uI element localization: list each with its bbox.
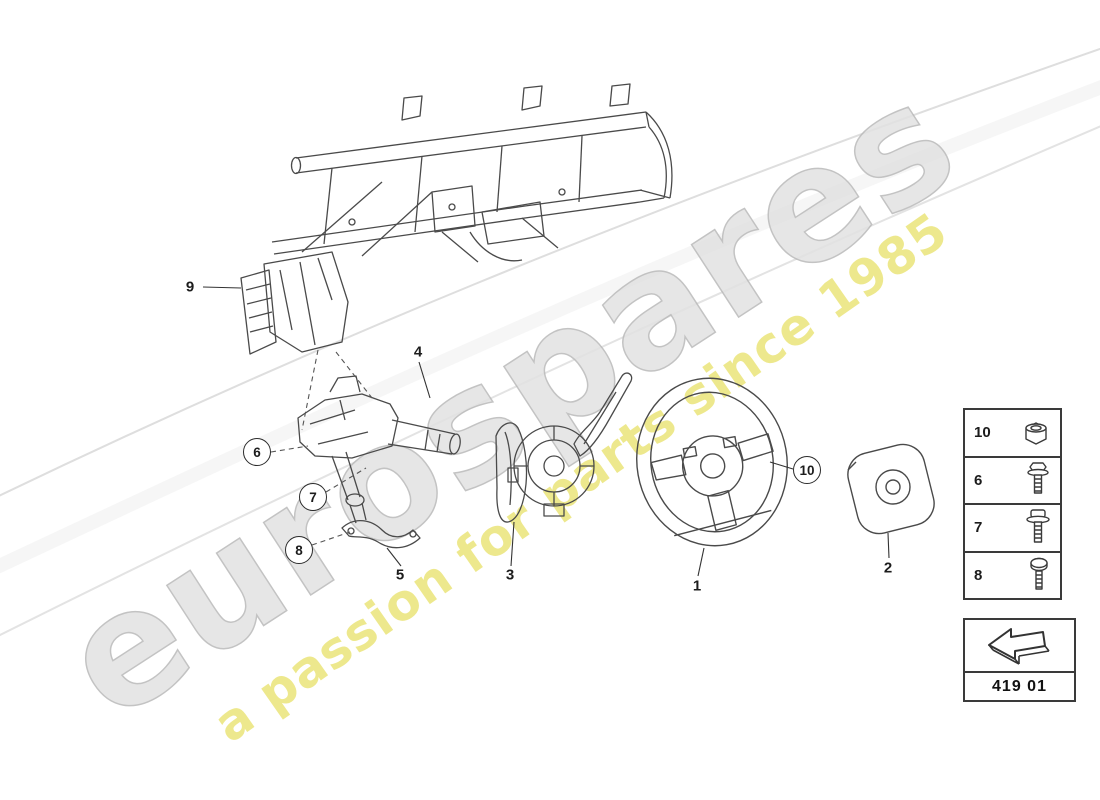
- watermark-brand-text: eurospares: [32, 47, 987, 756]
- clock-spring-drawing: [495, 372, 633, 523]
- part-code-label: 419 01: [965, 671, 1074, 700]
- dashed-leader-lines: [270, 349, 373, 546]
- callout-4[interactable]: 4: [413, 343, 423, 361]
- legend-row-7[interactable]: 7: [965, 505, 1060, 553]
- watermark-brand: eurospares: [32, 46, 988, 757]
- chassis-frame-drawing: [240, 83, 673, 355]
- callout-7[interactable]: 7: [299, 483, 327, 511]
- callout-9[interactable]: 9: [185, 278, 195, 296]
- legend-row-10[interactable]: 10: [965, 410, 1060, 458]
- legend-num-8: 8: [974, 566, 983, 584]
- back-arrow-icon[interactable]: [965, 620, 1074, 671]
- flange-bolt-icon: [1027, 462, 1049, 494]
- legend-num-6: 6: [974, 471, 983, 489]
- screw-with-washer-icon: [1026, 509, 1050, 543]
- legend-num-10: 10: [974, 424, 991, 442]
- steering-column-drawing: [297, 375, 461, 549]
- callout-1[interactable]: 1: [692, 577, 702, 595]
- pan-head-screw-icon: [1030, 558, 1048, 590]
- background-swoosh: [0, 47, 1100, 637]
- callout-3[interactable]: 3: [505, 566, 515, 584]
- dome-nut-icon: [1025, 422, 1047, 445]
- legend-row-8[interactable]: 8: [965, 553, 1060, 599]
- diagram-nav-box[interactable]: 419 01: [963, 618, 1076, 702]
- airbag-drawing: [847, 443, 935, 535]
- callout-10[interactable]: 10: [793, 456, 821, 484]
- callout-5[interactable]: 5: [395, 566, 405, 584]
- legend-row-6[interactable]: 6: [965, 458, 1060, 505]
- callout-6[interactable]: 6: [243, 438, 271, 466]
- steering-wheel-drawing: [636, 377, 788, 547]
- callout-8[interactable]: 8: [285, 536, 313, 564]
- solid-leader-lines: [202, 286, 890, 577]
- legend-num-7: 7: [974, 519, 983, 537]
- callout-2[interactable]: 2: [883, 559, 893, 577]
- fastener-legend: 10 6 7 8: [963, 408, 1062, 600]
